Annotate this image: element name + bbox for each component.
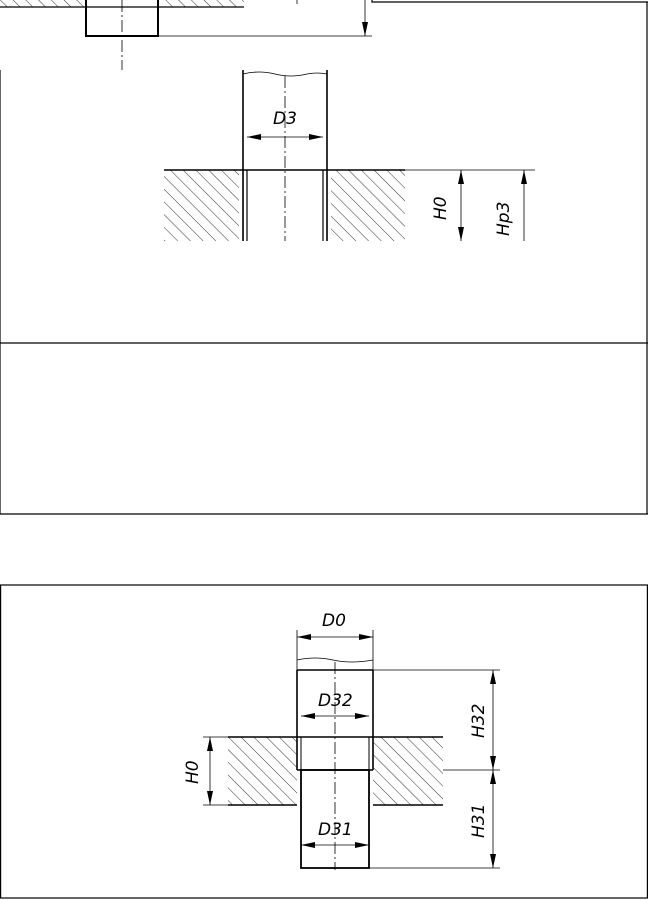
middle-figure: D3 H0 Hp3 xyxy=(164,70,535,241)
bottom-h0-arrow-top xyxy=(207,737,213,751)
middle-d-label: D3 xyxy=(273,109,297,129)
bottom-hatch-right xyxy=(373,737,443,805)
bottom-h32-arrow-bottom xyxy=(490,756,496,770)
bottom-h0-label: H0 xyxy=(183,760,203,784)
upper-part-sides xyxy=(296,670,374,770)
bottom-d32-arrow-right xyxy=(355,713,369,719)
bottom-d0-arrow-left xyxy=(297,634,311,640)
middle-hatch-left xyxy=(164,170,239,241)
tube-break-line xyxy=(242,71,328,77)
middle-hp-label: Hp3 xyxy=(494,202,514,236)
middle-hatch-right xyxy=(331,170,405,241)
bottom-d31-arrow-right xyxy=(355,842,369,848)
bottom-h0-arrow-bottom xyxy=(207,791,213,805)
bottom-d0-arrow-right xyxy=(359,634,373,640)
bottom-break-line xyxy=(296,657,374,663)
bottom-d31-label: D31 xyxy=(318,820,353,840)
middle-frame xyxy=(0,0,648,515)
middle-h-label: H0 xyxy=(431,196,451,220)
bottom-hatch-left xyxy=(228,737,297,805)
bottom-frame xyxy=(0,584,648,899)
middle-h-arrow-top xyxy=(458,170,464,184)
middle-hp-arrow-top xyxy=(521,170,527,184)
top-dim-arrow xyxy=(362,22,368,36)
bottom-d0-label: D0 xyxy=(322,611,346,631)
bottom-h31-label: H31 xyxy=(469,804,489,838)
bottom-h31-arrow-top xyxy=(490,770,496,784)
upper-part-inner xyxy=(300,737,370,770)
bottom-h31-arrow-bottom xyxy=(490,854,496,868)
bottom-h32-arrow-top xyxy=(490,670,496,684)
middle-h-arrow-bottom xyxy=(458,227,464,241)
bottom-d31-arrow-left xyxy=(301,842,315,848)
middle-frame-border xyxy=(0,0,648,515)
top-partial-figure xyxy=(0,0,372,70)
bottom-d32-arrow-left xyxy=(301,713,315,719)
bottom-d32-label: D32 xyxy=(318,691,353,711)
top-hatch-left xyxy=(0,0,86,7)
bottom-h32-label: H32 xyxy=(469,704,489,738)
top-hatch-right xyxy=(160,0,244,7)
middle-d-arrow-left xyxy=(247,134,261,140)
middle-d-arrow-right xyxy=(309,134,323,140)
bottom-figure: D0 D32 D31 H0 H32 H31 xyxy=(183,611,500,870)
